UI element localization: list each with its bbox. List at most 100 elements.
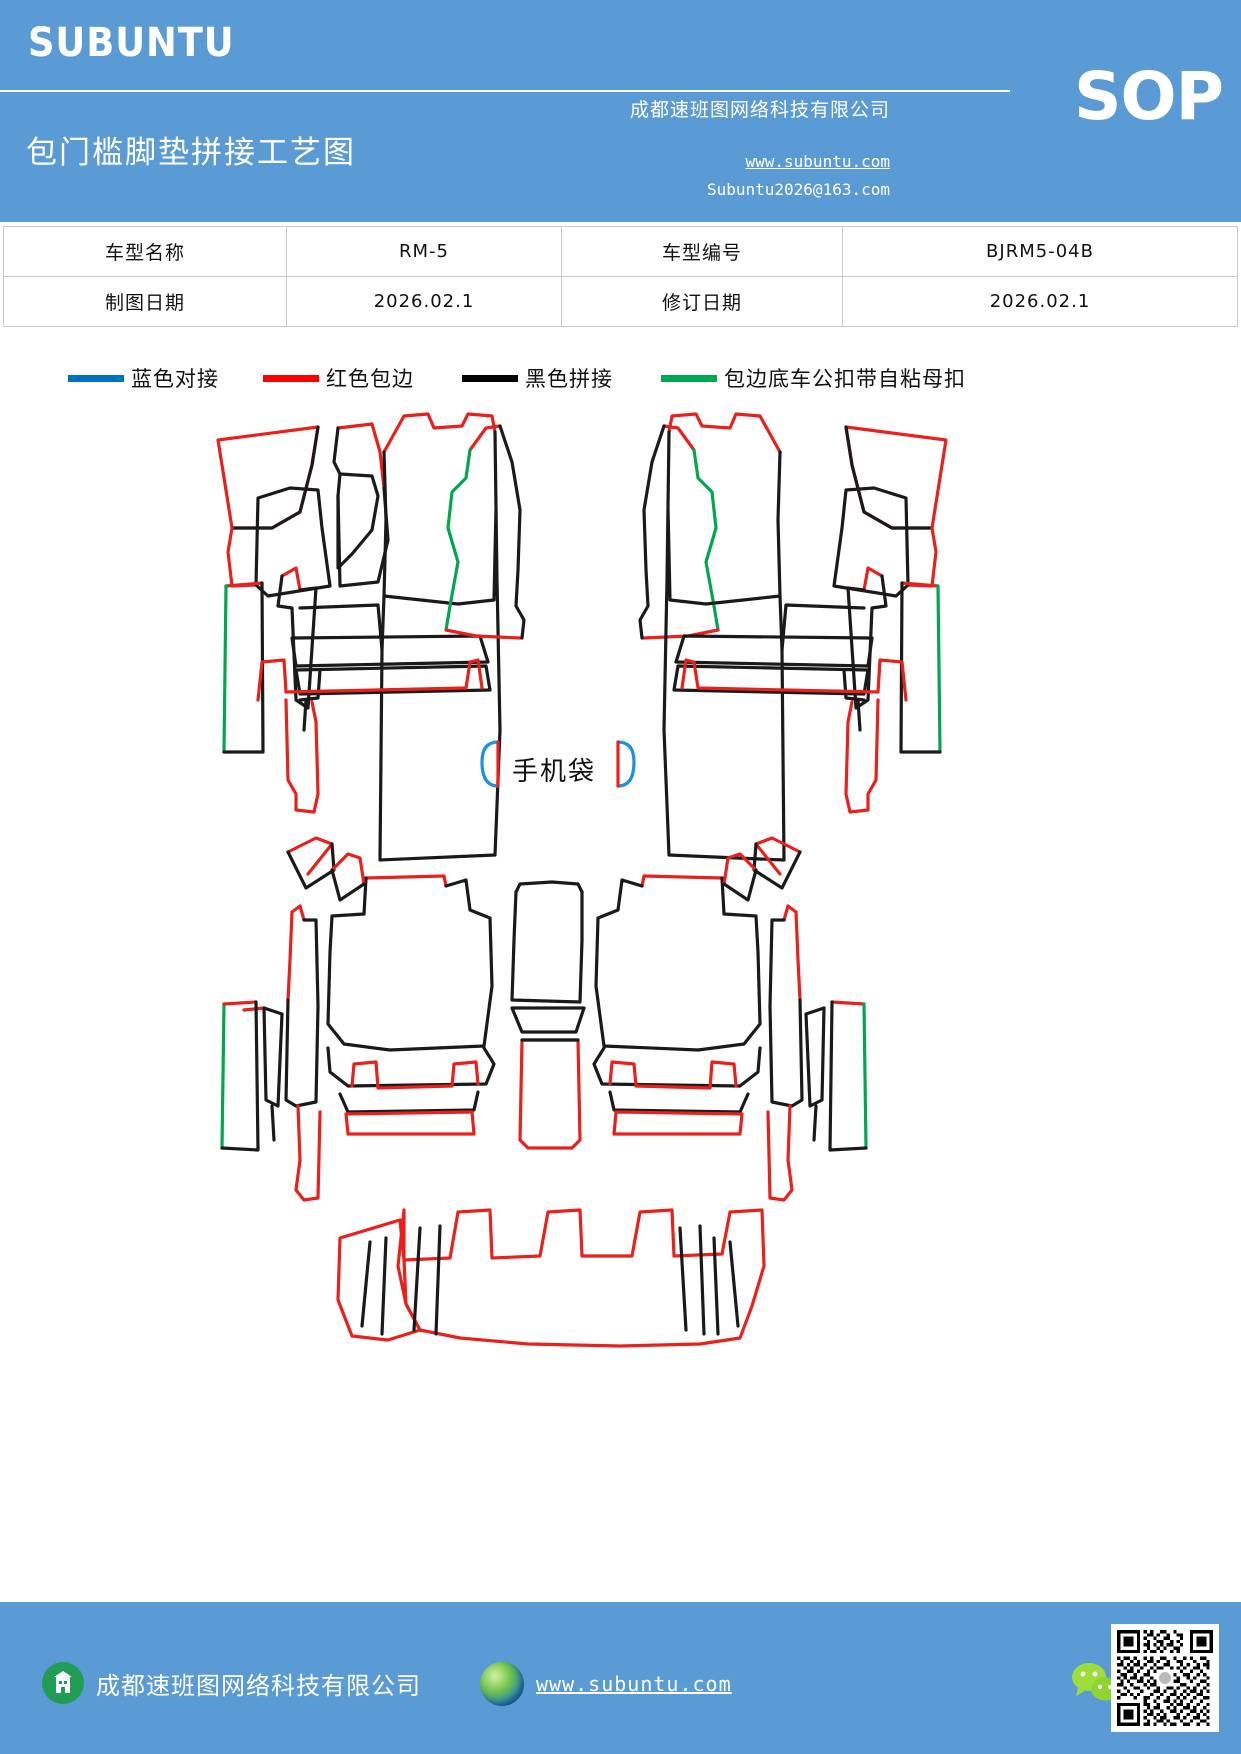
cell-model-name-label: 车型名称 [3, 226, 287, 277]
piece-trunk-inner-r2 [698, 1224, 706, 1336]
piece-rear-r-strip-black [828, 1000, 868, 1152]
piece-front-r-edge [776, 450, 782, 598]
piece-rear-l-body [326, 876, 494, 1052]
piece-bar-r3 [672, 664, 870, 696]
header-divider [0, 90, 1010, 92]
vehicle-info-table: 车型名称 RM-5 车型编号 BJRM5-04B 制图日期 2026.02.1 … [3, 226, 1238, 327]
piece-front-l-edge [382, 450, 388, 598]
piece-trunk-left-inner2 [380, 1236, 388, 1336]
piece-rear-r-hook-b [752, 842, 802, 890]
cell-revise-date-label: 修订日期 [561, 276, 843, 327]
piece-rear-l-side [290, 904, 306, 922]
piece-retainer-l [256, 658, 484, 702]
pocket-label: 手机袋 [512, 757, 597, 786]
piece-rear-l-bar2 [338, 1090, 480, 1114]
pocket-bracket-left-blue [480, 740, 500, 788]
piece-center-hump [514, 880, 584, 894]
piece-tail-r-black [856, 698, 862, 732]
piece-trunk-inner-l [412, 1226, 422, 1332]
piece-rear-l-strip-green [220, 1002, 226, 1150]
cell-revise-date-value: 2026.02.1 [842, 276, 1238, 327]
piece-sill-strip-r-black [899, 581, 942, 754]
cell-draw-date-label: 制图日期 [3, 276, 287, 327]
piece-trunk-right-inner [728, 1240, 740, 1328]
piece-rear-l-top [364, 874, 448, 888]
legend-item-blue: 蓝色对接 [68, 363, 219, 393]
piece-trunk-left-wing [336, 1218, 422, 1342]
piece-sill-strip-r-top [900, 581, 940, 588]
piece-rear-r-top [640, 874, 724, 888]
rear-left-group [220, 836, 496, 1202]
piece-door-r [862, 566, 884, 592]
piece-trunk-inner-l2 [434, 1224, 442, 1336]
piece-bar-l2 [290, 634, 490, 668]
page-title: 包门槛脚垫拼接工艺图 [26, 135, 356, 170]
rear-center-group [510, 880, 586, 1150]
piece-tail-r [844, 698, 880, 814]
footer-website-label[interactable]: www.subuntu.com [536, 1672, 732, 1696]
piece-rear-l-strip [242, 1006, 266, 1012]
piece-center-l-top [468, 424, 502, 452]
header-website-link[interactable]: www.subuntu.com [745, 152, 891, 171]
piece-door-r2 [846, 574, 888, 710]
trunk-group [336, 1208, 766, 1348]
piece-center-r-green [692, 448, 720, 632]
piece-rear-l-strip-top [222, 1000, 258, 1006]
qr-code-icon [1111, 1624, 1219, 1732]
legend-swatch-black [462, 374, 518, 382]
legend-swatch-blue [68, 374, 124, 382]
piece-rear-l-side-b [284, 918, 320, 1108]
piece-rear-l-side-g [286, 910, 294, 1002]
piece-rear-l-bar-red [350, 1060, 480, 1090]
piece-bar-l3 [294, 664, 492, 696]
piece-sill-strip-r-green [936, 584, 942, 754]
upper-right-center-group [638, 424, 720, 640]
piece-rear-l-strip2 [262, 1006, 284, 1108]
cell-model-code-label: 车型编号 [561, 226, 843, 277]
header-email[interactable]: Subuntu2026@163.com [706, 180, 890, 199]
piece-center-l-black [498, 424, 526, 640]
legend-label-blue: 蓝色对接 [131, 367, 219, 391]
piece-curve-l [336, 422, 386, 490]
piece-center-l-bottom [444, 628, 522, 640]
header-company-name: 成都速班图网络科技有限公司 [629, 100, 890, 121]
legend-item-black: 黑色拼接 [462, 363, 613, 393]
sop-badge: SOP [1073, 58, 1224, 135]
legend-swatch-red [263, 374, 319, 382]
piece-rear-l-wing [330, 852, 366, 886]
pocket-bracket-left [480, 740, 500, 788]
legend-label-black: 黑色拼接 [525, 367, 613, 391]
piece-rear-r-tail [766, 1104, 794, 1202]
pocket-bracket-right-blue [616, 740, 636, 788]
piece-rear-r-tail-b [812, 1104, 818, 1142]
piece-rear-l-tail [294, 1104, 322, 1202]
piece-center-flare [510, 1006, 586, 1034]
piece-sill-l1b [254, 486, 332, 598]
piece-wedge-l-in [230, 425, 320, 530]
piece-front-r-top [667, 412, 782, 454]
cell-model-code-value: BJRM5-04B [842, 226, 1238, 277]
piece-rear-r-strip2 [804, 1006, 826, 1108]
piece-bar-r1 [780, 603, 866, 652]
piece-trunk-right-inner2 [712, 1236, 720, 1336]
upper-left-center-group [444, 424, 526, 640]
piece-rear-r-strip-green [862, 1002, 868, 1150]
piece-tail-l-black [302, 698, 308, 732]
piece-rear-r-side [782, 904, 798, 922]
piece-trunk-inner-r [678, 1226, 688, 1332]
piece-rear-r-side-b [768, 918, 804, 1108]
piece-rear-r-wing [722, 852, 758, 886]
piece-sill-strip-l-top [224, 581, 264, 588]
cell-draw-date-value: 2026.02.1 [286, 276, 562, 327]
piece-curve-l3 [336, 486, 390, 588]
piece-rear-r-bar2 [608, 1090, 750, 1114]
piece-rear-l-hook-b [286, 842, 336, 890]
legend-label-green: 包边底车公扣带自粘母扣 [724, 367, 966, 391]
cell-model-name-value: RM-5 [286, 226, 562, 277]
piece-bar-r2 [674, 634, 874, 668]
piece-door-l [280, 566, 302, 592]
piece-center-l-green [444, 448, 472, 632]
footer-website[interactable]: www.subuntu.com [480, 1662, 732, 1706]
piece-rear-r-side-g [794, 910, 802, 1002]
footer-company-label: 成都速班图网络科技有限公司 [96, 1673, 421, 1700]
